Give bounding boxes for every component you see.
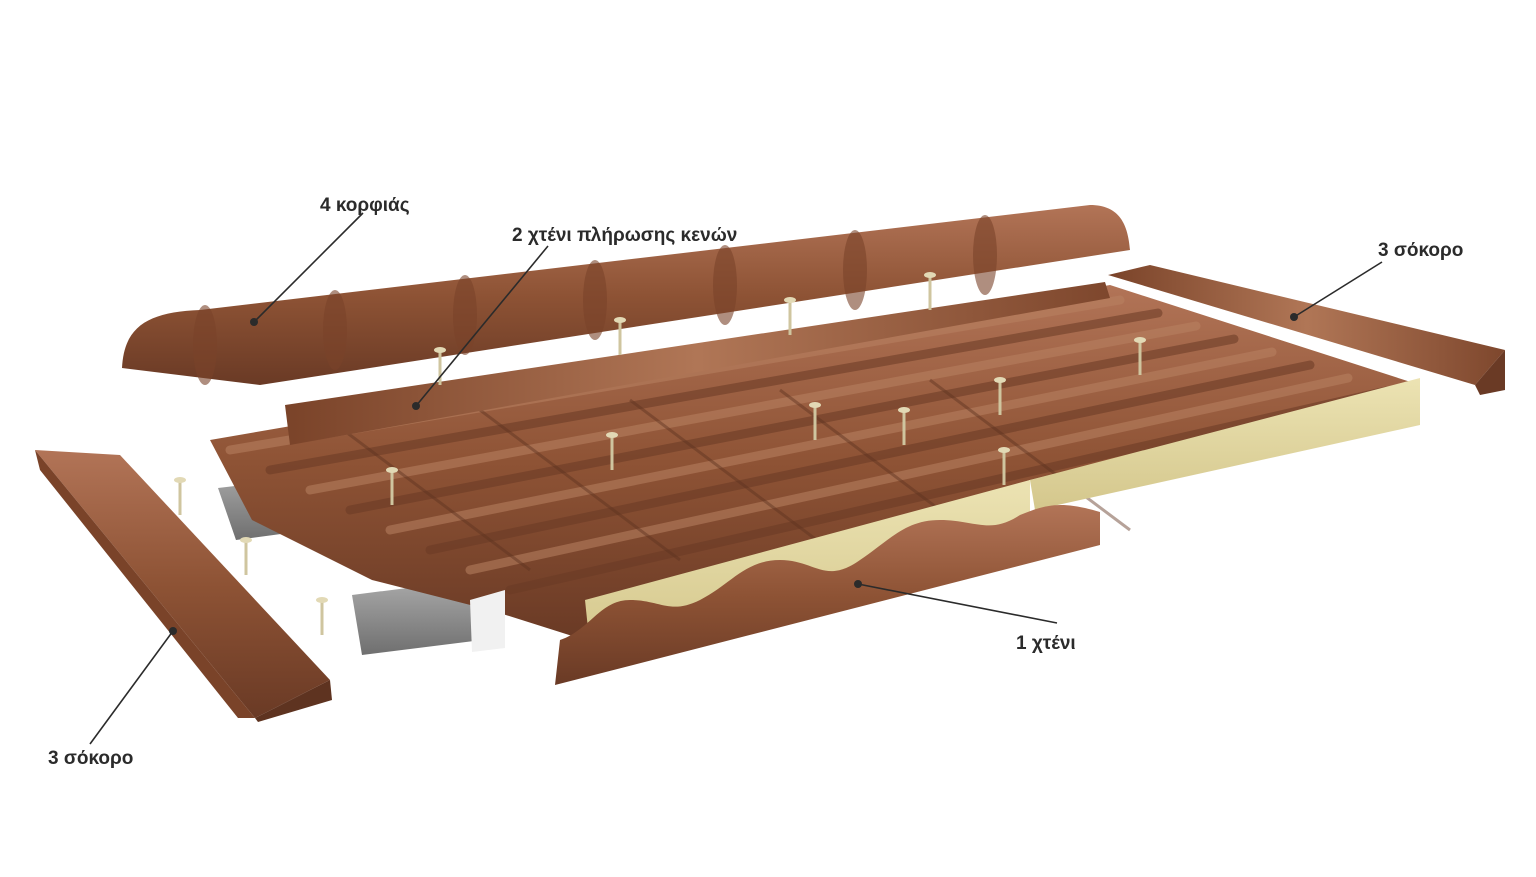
label-ridge: 4 κορφιάς	[320, 195, 410, 216]
screw	[606, 432, 618, 470]
panel-wave-crest	[265, 308, 1163, 475]
label-side-flashing-right: 3 σόκορο	[1378, 240, 1463, 261]
side-flashing-right	[1108, 265, 1505, 395]
label-comb: 1 χτένι	[1016, 633, 1076, 654]
leader-side-flashing-left	[89, 627, 177, 745]
screw	[434, 347, 446, 385]
ridge-cap-body	[122, 205, 1130, 385]
panel-wave-crest	[385, 347, 1277, 535]
panel-top-skin	[210, 285, 1420, 640]
panel-wave-crest	[465, 373, 1353, 575]
ridge-rib	[453, 275, 477, 355]
gap-filler-comb	[285, 282, 1110, 445]
ridge-rib	[583, 260, 607, 340]
panel-tile-step	[479, 408, 681, 562]
leader-gap-filler	[412, 245, 549, 410]
ridge-rib-group	[193, 215, 997, 385]
screw	[1134, 337, 1146, 375]
panel-wave-crest	[425, 360, 1315, 555]
roof-panel	[210, 285, 1420, 652]
ridge-rib	[843, 230, 867, 310]
panel-foam-core-right	[1030, 378, 1420, 510]
leader-ridge	[250, 212, 364, 326]
side-flashing-left-top	[35, 450, 330, 718]
side-flashing-left	[35, 450, 332, 722]
screw-group	[174, 272, 1146, 635]
panel-wave-crest	[505, 386, 1391, 595]
screw	[240, 537, 252, 575]
panel-foam-end-label	[470, 590, 505, 652]
panel-tile-step	[929, 378, 1131, 532]
screw	[998, 447, 1010, 485]
label-gap-filler: 2 χτένι πλήρωσης κενών	[512, 225, 737, 246]
leader-comb	[854, 580, 1058, 624]
ridge-rib	[323, 290, 347, 370]
leader-side-flashing-right	[1290, 261, 1383, 321]
ridge-cap	[122, 205, 1130, 385]
screw	[174, 477, 186, 515]
screw	[809, 402, 821, 440]
side-flashing-left-front	[35, 450, 255, 718]
screw	[924, 272, 936, 310]
screw	[784, 297, 796, 335]
screw	[994, 377, 1006, 415]
screw	[316, 597, 328, 635]
screw	[614, 317, 626, 355]
screw	[898, 407, 910, 445]
side-flashing-right-top	[1108, 265, 1505, 385]
ridge-rib	[713, 245, 737, 325]
panel-wave-crest	[345, 334, 1239, 515]
ridge-rib	[973, 215, 997, 295]
comb-strip	[555, 504, 1100, 685]
side-flashing-left-face	[255, 680, 332, 722]
panel-wave-crest	[305, 321, 1201, 495]
ridge-rib	[193, 305, 217, 385]
panel-wave-group	[225, 295, 1391, 595]
screw	[386, 467, 398, 505]
panel-tile-step	[329, 418, 531, 572]
panel-tile-step	[629, 398, 831, 552]
side-flashing-right-face	[1475, 350, 1505, 395]
label-side-flashing-left: 3 σόκορο	[48, 748, 133, 769]
